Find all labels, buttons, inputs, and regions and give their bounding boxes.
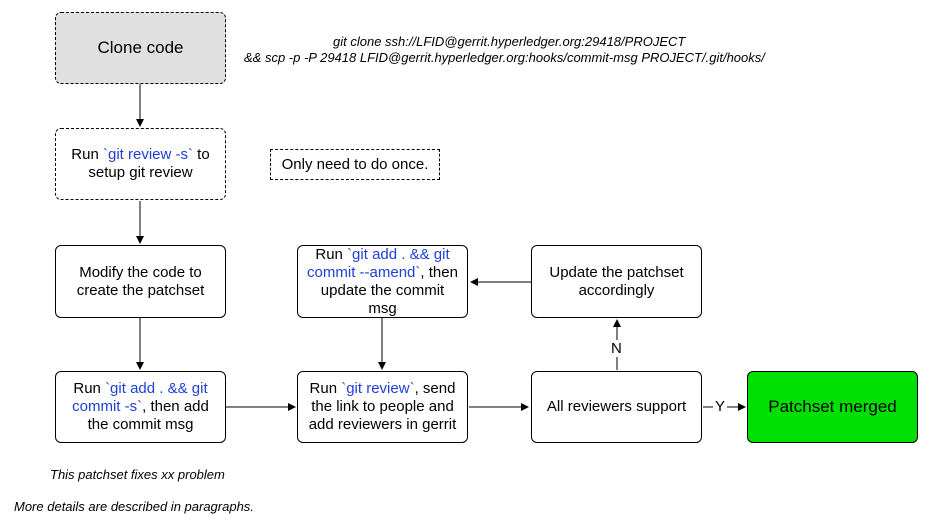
update-patchset-label: Update the patchset accordingly (549, 263, 684, 299)
add-commit-node: Run `git add . && git commit -s`, then a… (55, 371, 226, 443)
git-review-post: , send the link to people and add review… (308, 380, 457, 433)
amend-post: , then update the commit msg (320, 263, 458, 317)
git-review-pre: Run (309, 380, 342, 397)
reviewers-support-node: All reviewers support (531, 371, 702, 443)
commit-msg-line-1: This patchset fixes xx problem (50, 467, 225, 482)
reviewers-support-label: All reviewers support (546, 398, 687, 415)
amend-code: `git add . && git commit --amend` (307, 245, 450, 281)
modify-code-node: Modify the code to create the patchset (55, 245, 226, 318)
git-review-code: `git review` (341, 380, 415, 397)
edge-label-no: N (609, 340, 624, 357)
setup-code: `git review -s` (102, 146, 193, 163)
once-note-node: Only need to do once. (270, 149, 440, 180)
patchset-merged-label: Patchset merged (768, 397, 897, 416)
update-patchset-node: Update the patchset accordingly (531, 245, 702, 318)
add-commit-pre: Run (73, 380, 106, 397)
amend-pre: Run (315, 245, 348, 263)
clone-command-line-2: && scp -p -P 29418 LFID@gerrit.hyperledg… (244, 50, 765, 65)
clone-code-label: Clone code (97, 38, 184, 57)
setup-git-review-node: Run `git review -s` to setup git review (55, 128, 226, 200)
setup-pre: Run (71, 146, 103, 163)
git-review-node: Run `git review`, send the link to peopl… (297, 371, 468, 443)
clone-code-node: Clone code (55, 12, 226, 84)
clone-command-line-1: git clone ssh://LFID@gerrit.hyperledger.… (333, 34, 686, 49)
add-commit-code: `git add . && git commit -s` (72, 380, 208, 415)
once-note-label: Only need to do once. (281, 155, 429, 173)
add-commit-post: , then add the commit msg (87, 398, 209, 433)
edge-label-yes: Y (713, 398, 728, 415)
setup-post: to setup git review (88, 146, 210, 181)
patchset-merged-node: Patchset merged (747, 371, 918, 443)
amend-commit-node: Run `git add . && git commit --amend`, t… (297, 245, 468, 318)
commit-msg-line-2: More details are described in paragraphs… (14, 499, 254, 514)
modify-code-label: Modify the code to create the patchset (76, 263, 205, 299)
